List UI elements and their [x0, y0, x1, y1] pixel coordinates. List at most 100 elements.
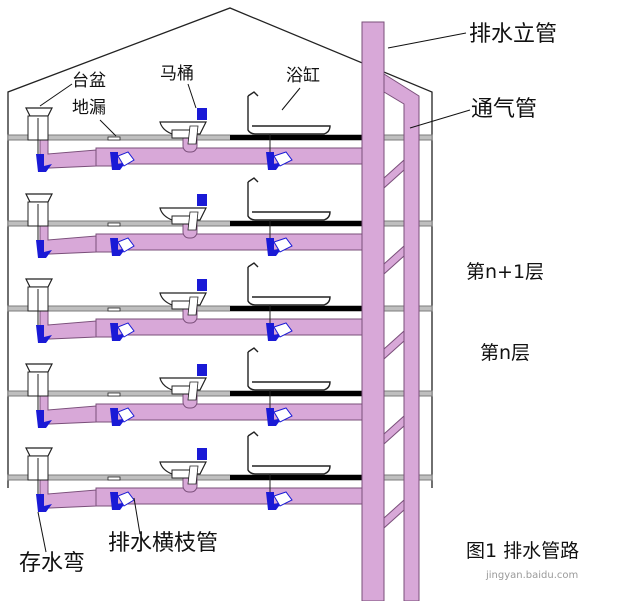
washbasin [25, 447, 53, 457]
toilet-tank [197, 194, 207, 206]
floor-slab [7, 474, 433, 481]
washbasin [25, 107, 53, 117]
bathtub [247, 182, 331, 221]
leader-stack [387, 32, 467, 49]
label-floor-n: 第n层 [480, 342, 531, 364]
leader-bathtub [281, 87, 301, 111]
washbasin-trap [36, 494, 52, 512]
floor-drain-grate [107, 392, 121, 397]
toilet-outlet [187, 125, 199, 145]
washbasin-trap [36, 154, 52, 172]
bathtub-faucet [247, 177, 259, 183]
leader-branch [133, 497, 141, 535]
washbasin [25, 363, 53, 373]
floor-drain-bend [117, 151, 135, 167]
floor-slab-dark [230, 306, 362, 311]
drain-stack [361, 21, 385, 601]
vent-pipe [383, 73, 420, 601]
floor-slab-dark [230, 475, 362, 480]
figure-caption: 图1 排水管路 [466, 540, 580, 562]
floor-drain-trap [110, 323, 126, 341]
floor-drain-grate [107, 307, 121, 312]
floor-2 [25, 177, 331, 258]
washbasin [25, 193, 53, 203]
branch-pipe [95, 147, 363, 167]
leader-vent [409, 109, 471, 129]
leader-floor-drain [99, 119, 117, 137]
branch-pipe [95, 403, 363, 423]
basin-drain-pipe [39, 310, 97, 340]
floor-drain-bend [117, 407, 135, 423]
floor-drain-trap [110, 492, 126, 510]
toilet-outlet [187, 296, 199, 316]
floor-slab [7, 305, 433, 312]
floor-1 [25, 91, 331, 172]
bathtub [247, 267, 331, 306]
bathtub-trap [266, 152, 282, 170]
washbasin-trap [36, 325, 52, 343]
floor-slab-dark [230, 135, 362, 140]
floor-drain-grate [107, 222, 121, 227]
toilet-outlet [187, 211, 199, 231]
bathtub-trap [266, 238, 282, 256]
bathtub-faucet [247, 347, 259, 353]
bathtub-faucet [247, 262, 259, 268]
vent-connector [383, 244, 405, 276]
floor-slab-dark [230, 391, 362, 396]
vent-connector [383, 414, 405, 446]
watermark: jingyan.baidu.com [486, 570, 579, 581]
bathtub [247, 436, 331, 475]
bathtub-trap [266, 492, 282, 510]
branch-pipe [95, 318, 363, 338]
basin-drain-pipe [39, 139, 97, 169]
floor-3 [25, 262, 331, 343]
leader-washbasin [39, 83, 73, 107]
branch-pipe [95, 487, 363, 507]
floor-slab [7, 134, 433, 141]
floor-drain-trap [110, 238, 126, 256]
floor-drain-trap [110, 408, 126, 426]
floor-4 [25, 347, 331, 428]
label-trap: 存水弯 [19, 551, 86, 576]
bathtub [247, 352, 331, 391]
bathtub-faucet [247, 431, 259, 437]
label-floor-n1: 第n+1层 [466, 261, 545, 283]
bathtub-bend [273, 322, 293, 338]
bathtub-bend [273, 237, 293, 253]
toilet-outlet [187, 381, 199, 401]
label-vent: 通气管 [471, 97, 538, 122]
vent-connector [383, 329, 405, 361]
label-bathtub: 浴缸 [286, 66, 320, 86]
washbasin [25, 278, 53, 288]
floor-slab [7, 220, 433, 227]
bathtub-bend [273, 407, 293, 423]
label-stack: 排水立管 [469, 22, 558, 47]
toilet-tank [197, 279, 207, 291]
toilet-tank [197, 364, 207, 376]
branch-pipe [95, 233, 363, 253]
leader-trap [37, 511, 47, 553]
floor-drain-bend [117, 322, 135, 338]
bathtub-trap [266, 323, 282, 341]
floor-5 [25, 431, 331, 512]
floor-drain-trap [110, 152, 126, 170]
floor-slab-dark [230, 221, 362, 226]
label-branch: 排水横枝管 [108, 531, 219, 556]
bathtub [247, 96, 331, 135]
vent-connector [383, 158, 405, 190]
basin-drain-pipe [39, 479, 97, 509]
vent-connector [383, 498, 405, 530]
bathtub-bend [273, 151, 293, 167]
toilet-tank [197, 108, 207, 120]
washbasin-trap [36, 240, 52, 258]
bathtub-trap [266, 408, 282, 426]
floor-drain-grate [107, 136, 121, 141]
floor-slab [7, 390, 433, 397]
basin-drain-pipe [39, 225, 97, 255]
leader-toilet [187, 83, 197, 109]
label-toilet: 马桶 [160, 64, 194, 84]
basin-drain-pipe [39, 395, 97, 425]
bathtub-faucet [247, 91, 259, 97]
toilet-outlet [187, 465, 199, 485]
